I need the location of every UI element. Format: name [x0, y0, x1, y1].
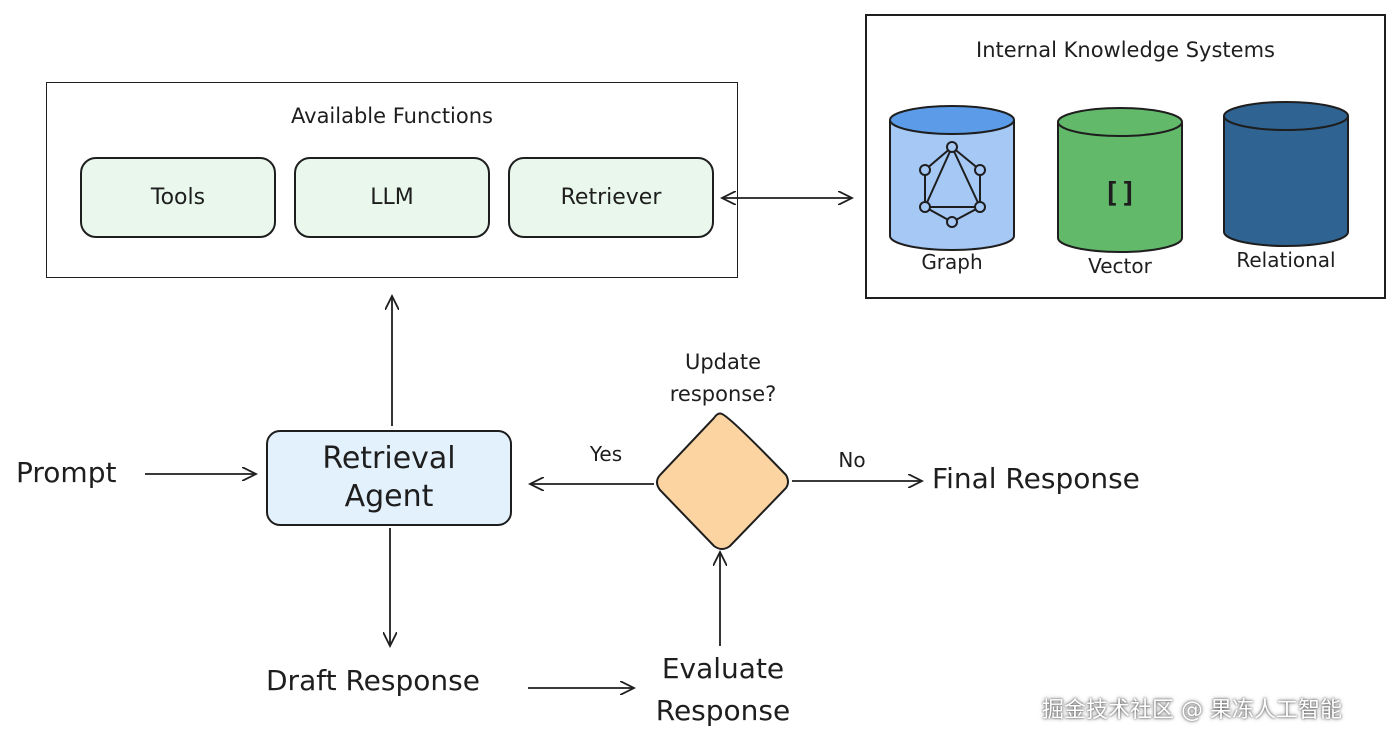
- knowledge-systems-panel: [865, 14, 1386, 299]
- decision-line2: response?: [669, 382, 777, 406]
- relational-label: Relational: [1236, 248, 1336, 272]
- final-response-label: Final Response: [932, 462, 1140, 495]
- decision-line1: Update: [684, 350, 762, 374]
- brackets-icon: []: [1103, 176, 1137, 209]
- tools-box[interactable]: Tools: [80, 157, 276, 238]
- vector-cylinder: [1057, 107, 1183, 253]
- no-label: No: [838, 448, 866, 472]
- agent-label-line2: Agent: [344, 479, 434, 514]
- decision-diamond: [656, 412, 789, 550]
- evaluate-line2: Response: [655, 694, 791, 727]
- prompt-label: Prompt: [16, 456, 117, 489]
- graph-cylinder: [889, 105, 1015, 251]
- evaluate-response-label: Evaluate Response: [640, 648, 806, 732]
- decision-question: Update response?: [640, 346, 806, 410]
- yes-label: Yes: [589, 442, 623, 466]
- knowledge-systems-title: Internal Knowledge Systems: [976, 38, 1275, 62]
- draft-response-label: Draft Response: [266, 664, 480, 697]
- agent-label-line1: Retrieval: [322, 441, 456, 476]
- graph-icon: [919, 141, 986, 228]
- vector-label: Vector: [1088, 254, 1152, 278]
- available-functions-title: Available Functions: [291, 104, 493, 128]
- llm-box[interactable]: LLM: [294, 157, 490, 238]
- watermark: 掘金技术社区 @ 果冻人工智能: [1042, 698, 1342, 723]
- available-functions-panel: [46, 82, 738, 278]
- retrieval-agent-box[interactable]: Retrieval Agent: [266, 430, 512, 526]
- evaluate-line1: Evaluate: [661, 652, 785, 685]
- graph-label: Graph: [921, 250, 983, 274]
- relational-cylinder: [1223, 101, 1349, 247]
- retriever-box[interactable]: Retriever: [508, 157, 714, 238]
